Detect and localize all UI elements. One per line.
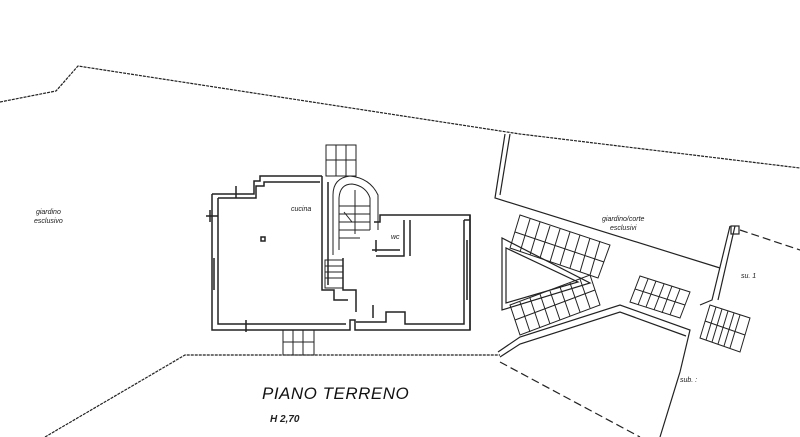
north-entrance-steps xyxy=(325,144,357,177)
right-garden-label: giardino/corte esclusivi xyxy=(602,215,644,233)
sub-lower-label: sub. : xyxy=(680,377,698,384)
top-property-boundary xyxy=(0,65,800,169)
right-courtyard xyxy=(494,133,800,437)
kitchen-label: cucina xyxy=(291,206,312,213)
left-garden-label-line2: esclusivo xyxy=(34,218,63,225)
bottom-property-boundary xyxy=(44,354,500,437)
right-garden-label-line2: esclusivi xyxy=(609,225,637,232)
left-garden-label-line1: giardino xyxy=(35,209,61,216)
courtyard-stairs xyxy=(509,214,751,353)
south-entrance-steps xyxy=(282,329,315,356)
left-garden-label: giardino esclusivo xyxy=(34,208,63,226)
right-garden-label-line1: giardino/corte xyxy=(602,216,645,223)
spiral-staircase xyxy=(332,175,379,255)
wc-label: wc xyxy=(391,234,400,241)
inner-steps xyxy=(324,259,344,289)
floor-height-label: H 2,70 xyxy=(270,414,300,425)
sub-upper-label: su. 1 xyxy=(741,273,757,280)
house-walls xyxy=(206,175,471,332)
floor-title: PIANO TERRENO xyxy=(262,384,410,403)
